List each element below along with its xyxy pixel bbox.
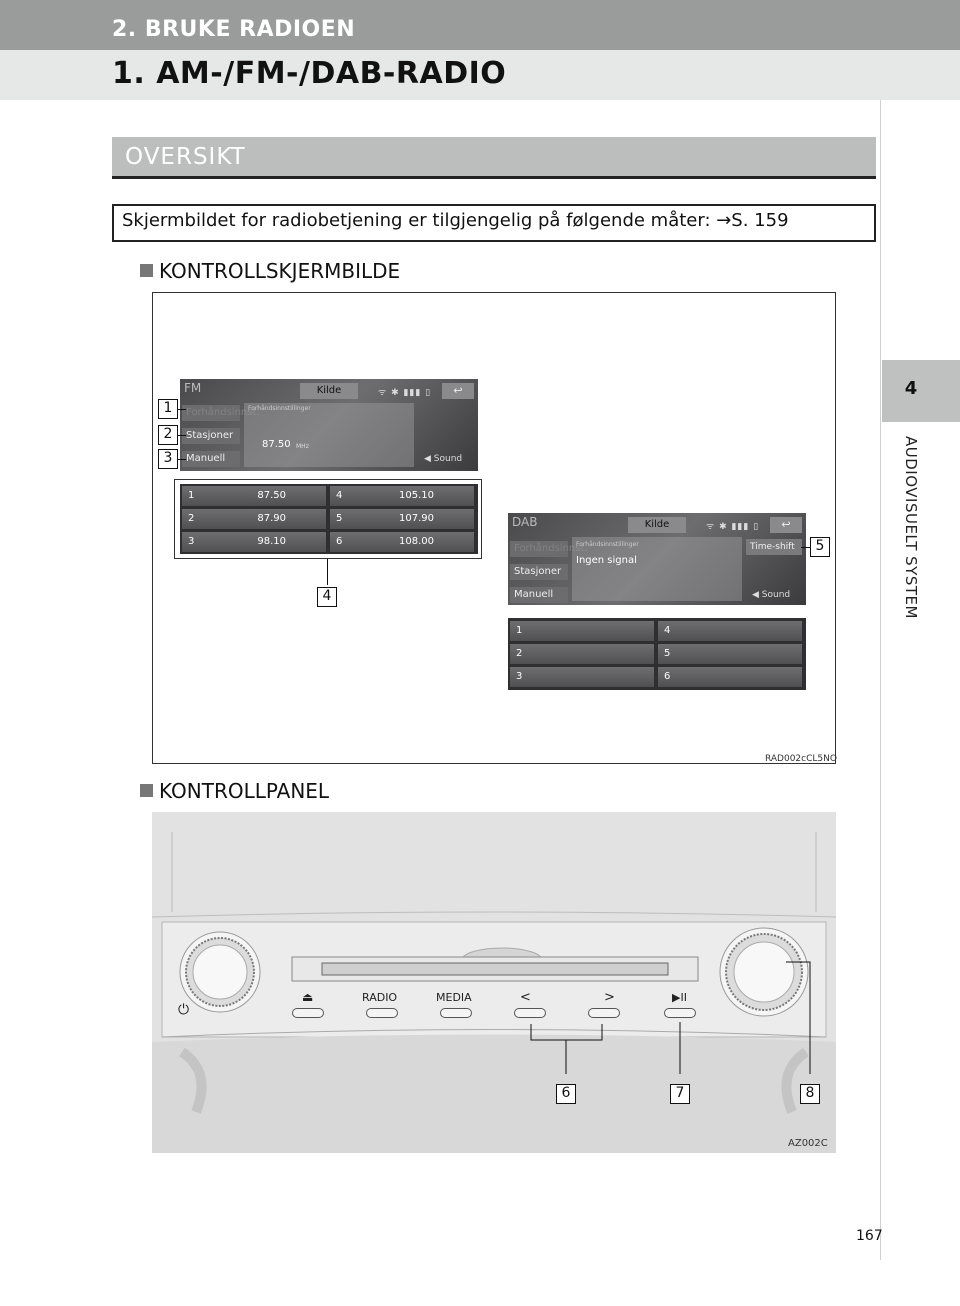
square-bullet-icon bbox=[140, 264, 153, 277]
callout-4: 4 bbox=[317, 587, 337, 607]
callout-2: 2 bbox=[158, 425, 178, 445]
media-label: MEDIA bbox=[436, 991, 472, 1004]
fm-frequency: 87.50 bbox=[262, 439, 291, 450]
callout-6: 6 bbox=[556, 1084, 576, 1104]
dab-info-panel bbox=[572, 537, 742, 601]
section-title: 2. BRUKE RADIOEN bbox=[112, 17, 356, 42]
dab-preset-6[interactable]: 6 bbox=[658, 667, 802, 687]
radio-button[interactable] bbox=[366, 1008, 398, 1018]
header-band bbox=[0, 0, 960, 50]
dab-menu-stations[interactable]: Stasjoner bbox=[510, 564, 568, 580]
callout-1: 1 bbox=[158, 399, 178, 419]
overview-heading: OVERSIKT bbox=[125, 144, 246, 170]
control-screen-figure: FM Kilde ᯤ ✱ ▮▮▮ ▯ ↩ Forhåndsinnst. Stas… bbox=[152, 292, 837, 764]
dab-source-button[interactable]: Kilde bbox=[628, 517, 686, 533]
fm-screen: FM Kilde ᯤ ✱ ▮▮▮ ▯ ↩ Forhåndsinnst. Stas… bbox=[180, 379, 478, 471]
fm-sound-button[interactable]: ◀ Sound bbox=[424, 454, 463, 464]
page-number: 167 bbox=[856, 1228, 883, 1244]
callout-5-line bbox=[801, 547, 811, 548]
square-bullet-icon bbox=[140, 784, 153, 797]
chapter-label: AUDIOVISUELT SYSTEM bbox=[902, 436, 920, 619]
chapter-number: 4 bbox=[904, 378, 918, 399]
callout-3: 3 bbox=[158, 449, 178, 469]
dab-menu-presets[interactable]: Forhåndsinnst. bbox=[510, 541, 588, 557]
overview-band bbox=[112, 137, 876, 179]
fm-menu-manual[interactable]: Manuell bbox=[182, 451, 240, 467]
callout-7: 7 bbox=[670, 1084, 690, 1104]
power-icon[interactable]: ⏻ bbox=[178, 1002, 190, 1018]
dab-back-icon[interactable]: ↩ bbox=[770, 517, 802, 533]
fm-back-icon[interactable]: ↩ bbox=[442, 383, 474, 399]
callout-5: 5 bbox=[810, 537, 830, 557]
control-panel-drawing bbox=[152, 832, 836, 1153]
next-icon: > bbox=[604, 990, 615, 1005]
media-button[interactable] bbox=[440, 1008, 472, 1018]
dab-preset-4[interactable]: 4 bbox=[658, 621, 802, 641]
dab-preset-1[interactable]: 1 bbox=[510, 621, 654, 641]
figure-code: RAD002cCL5NO bbox=[765, 754, 837, 764]
side-divider bbox=[880, 100, 881, 1260]
dab-sound-button[interactable]: ◀ Sound bbox=[752, 590, 791, 600]
fm-menu-stations[interactable]: Stasjoner bbox=[182, 428, 240, 444]
play-pause-icon: ▶II bbox=[672, 991, 687, 1004]
header-subband bbox=[0, 50, 960, 100]
fm-menu-presets[interactable]: Forhåndsinnst. bbox=[182, 405, 260, 421]
fm-status-icons: ᯤ ✱ ▮▮▮ ▯ bbox=[378, 388, 432, 398]
dab-signal-text: Ingen signal bbox=[576, 555, 637, 566]
page-title: 1. AM-/FM-/DAB-RADIO bbox=[112, 56, 507, 91]
dab-preset-5[interactable]: 5 bbox=[658, 644, 802, 664]
dab-menu-manual[interactable]: Manuell bbox=[510, 587, 568, 603]
dab-preset-2[interactable]: 2 bbox=[510, 644, 654, 664]
control-panel-heading: KONTROLLPANEL bbox=[140, 779, 329, 803]
eject-icon: ⏏ bbox=[302, 990, 314, 1004]
callout-4-line bbox=[327, 559, 328, 585]
dab-preset-area: 1 2 3 4 5 6 bbox=[508, 618, 806, 690]
figure-code: AZ002C bbox=[788, 1138, 828, 1149]
info-box: Skjermbildet for radiobetjening er tilgj… bbox=[112, 204, 876, 242]
dab-screen: DAB Kilde ᯤ ✱ ▮▮▮ ▯ ↩ Forhåndsinnst. Sta… bbox=[508, 513, 806, 605]
control-screen-heading-text: KONTROLLSKJERMBILDE bbox=[159, 259, 401, 283]
dab-panel-title: Forhåndsinnstillinger bbox=[576, 541, 639, 548]
control-screen-heading: KONTROLLSKJERMBILDE bbox=[140, 259, 400, 283]
control-panel-figure: ⏻ ⏏ RADIO MEDIA < > ▶II 6 7 8 AZ002C bbox=[152, 812, 836, 1153]
radio-label: RADIO bbox=[362, 991, 398, 1004]
prev-icon: < bbox=[520, 990, 531, 1005]
chapter-tab bbox=[882, 360, 960, 422]
callout-8: 8 bbox=[800, 1084, 820, 1104]
fm-source-button[interactable]: Kilde bbox=[300, 383, 358, 399]
callout-3-line bbox=[178, 459, 186, 460]
fm-panel-title: Forhåndsinnstillinger bbox=[248, 405, 311, 412]
dab-status-icons: ᯤ ✱ ▮▮▮ ▯ bbox=[706, 522, 760, 532]
dab-preset-3[interactable]: 3 bbox=[510, 667, 654, 687]
play-pause-button[interactable] bbox=[664, 1008, 696, 1018]
callout-2-line bbox=[178, 435, 186, 436]
dab-timeshift-button[interactable]: Time-shift bbox=[746, 539, 802, 555]
fm-band-label: FM bbox=[184, 381, 202, 395]
dab-band-label: DAB bbox=[512, 515, 538, 529]
eject-button[interactable] bbox=[292, 1008, 324, 1018]
prev-button[interactable] bbox=[514, 1008, 546, 1018]
fm-unit: MHz bbox=[296, 443, 309, 450]
control-panel-heading-text: KONTROLLPANEL bbox=[159, 779, 330, 803]
next-button[interactable] bbox=[588, 1008, 620, 1018]
fm-preset-bracket bbox=[174, 479, 482, 559]
fm-info-panel bbox=[244, 403, 414, 467]
callout-1-line bbox=[178, 409, 186, 410]
